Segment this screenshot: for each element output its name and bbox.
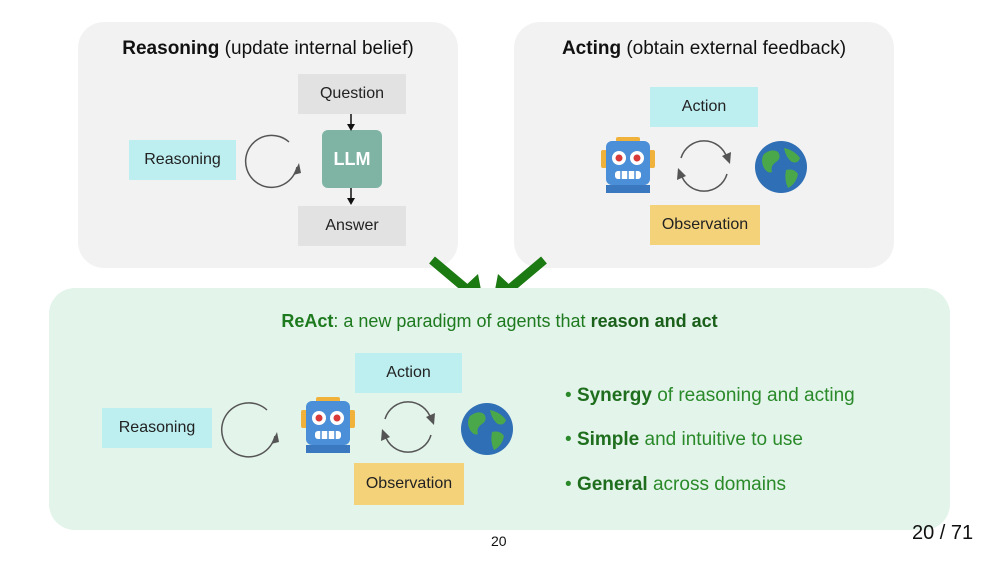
- cycle-arrow-icon: [244, 134, 301, 189]
- bullet-general: • General across domains: [565, 474, 786, 496]
- answer-label: Answer: [325, 217, 379, 234]
- action-box: Action: [650, 87, 758, 127]
- bullet-dot: •: [565, 385, 577, 406]
- reasoning-panel-title: Reasoning (update internal belief): [78, 38, 458, 60]
- bullet-simple-bold: Simple: [576, 429, 640, 450]
- reasoning-label: Reasoning: [144, 151, 221, 168]
- react-observation-box: Observation: [354, 463, 464, 505]
- react-title-end: reason and act: [590, 311, 718, 331]
- bullet-synergy-bold: Synergy: [576, 385, 652, 406]
- robot-icon: [301, 397, 355, 453]
- cycle-arrow-icon: [677, 140, 731, 192]
- reasoning-title-rest: (update internal belief): [219, 38, 414, 59]
- question-label: Question: [319, 85, 385, 102]
- globe-icon: [461, 403, 513, 455]
- react-reasoning-label: Reasoning: [118, 419, 196, 436]
- react-title: ReAct: a new paradigm of agents that rea…: [49, 311, 950, 332]
- react-title-bold: ReAct: [281, 311, 334, 331]
- react-reasoning-box: Reasoning: [102, 408, 212, 448]
- llm-label: LLM: [333, 148, 371, 169]
- reasoning-title-bold: Reasoning: [122, 38, 220, 59]
- down-arrow-icon: [347, 188, 355, 205]
- down-arrow-icon: [347, 114, 355, 131]
- bullet-dot: •: [565, 474, 577, 495]
- acting-title-bold: Acting: [561, 38, 622, 59]
- acting-panel-title: Acting (obtain external feedback): [514, 38, 894, 60]
- bullet-general-rest: across domains: [647, 474, 787, 495]
- cycle-arrow-icon: [221, 402, 279, 458]
- page-count: 20 / 71: [912, 522, 974, 544]
- observation-label: Observation: [661, 216, 749, 233]
- react-observation-label: Observation: [365, 475, 453, 492]
- bullet-dot: •: [565, 429, 577, 450]
- react-action-label: Action: [386, 364, 431, 381]
- cycle-arrow-icon: [381, 401, 435, 453]
- acting-title-rest: (obtain external feedback): [621, 38, 847, 59]
- globe-icon: [755, 141, 807, 193]
- react-action-box: Action: [355, 353, 462, 393]
- reasoning-box: Reasoning: [129, 140, 236, 180]
- robot-icon: [601, 137, 655, 193]
- bullet-general-bold: General: [576, 474, 648, 495]
- bullet-synergy-rest: of reasoning and acting: [651, 385, 855, 406]
- bullet-synergy: • Synergy of reasoning and acting: [565, 385, 855, 407]
- action-label: Action: [681, 98, 727, 115]
- llm-box: LLM: [322, 130, 382, 188]
- bullet-simple: • Simple and intuitive to use: [565, 429, 803, 451]
- question-box: Question: [298, 74, 406, 114]
- bullet-simple-rest: and intuitive to use: [639, 429, 803, 450]
- page-number: 20: [491, 533, 507, 549]
- observation-box: Observation: [650, 205, 760, 245]
- answer-box: Answer: [298, 206, 406, 246]
- react-title-mid: : a new paradigm of agents that: [333, 311, 591, 331]
